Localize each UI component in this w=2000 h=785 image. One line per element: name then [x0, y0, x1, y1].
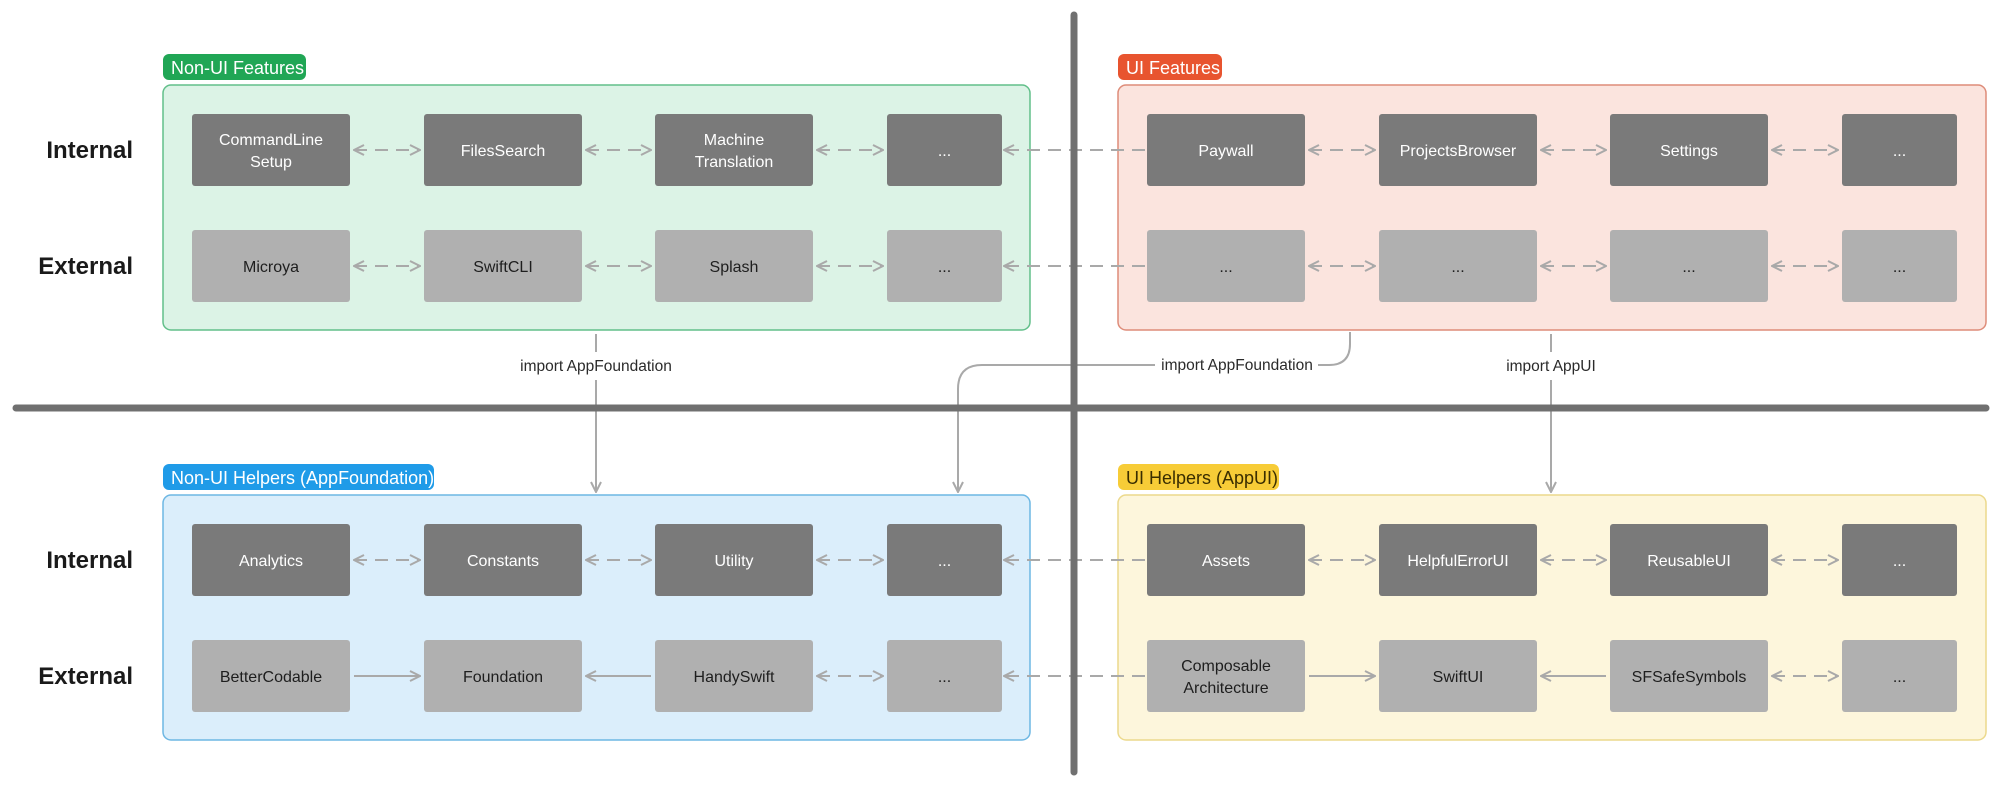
node-nonui_features-internal-ellipsis: [887, 114, 1002, 186]
row-label-internal-bottom: Internal: [46, 547, 133, 574]
node-label-nonui_helpers-external-2: HandySwift: [694, 669, 775, 686]
node-label-ui_helpers-external-2: SFSafeSymbols: [1632, 669, 1747, 686]
node-nonui_helpers-internal-utility: [655, 524, 813, 596]
node-label-ui_helpers-internal-1: HelpfulErrorUI: [1407, 553, 1508, 570]
node-ui_helpers-external-swiftui: [1379, 640, 1537, 712]
node-label-nonui_helpers-internal-0: Analytics: [239, 553, 303, 570]
node-ui_helpers-external-sfsafesymbols: [1610, 640, 1768, 712]
row-label-external-top: External: [38, 253, 133, 280]
node-label-nonui_helpers-internal-1: Constants: [467, 553, 539, 570]
node-nonui_helpers-external-ellipsis: [887, 640, 1002, 712]
node-label-nonui_features-internal-1: FilesSearch: [461, 143, 545, 160]
node-nonui_helpers-external-foundation: [424, 640, 582, 712]
node-label-nonui_features-external-3: ...: [938, 259, 951, 276]
node-ui_helpers-internal-assets: [1147, 524, 1305, 596]
node-label-ui_helpers-internal-0: Assets: [1202, 553, 1250, 570]
node-ui_helpers-internal-helpfulerrorui: [1379, 524, 1537, 596]
node-ui_features-external-ellipsis: [1610, 230, 1768, 302]
dependency-edges: [354, 150, 1838, 676]
nonui-helpers-tag: [163, 464, 434, 490]
node-label-nonui_features-external-2: Splash: [710, 259, 759, 276]
node-nonui_features-external-splash: [655, 230, 813, 302]
node-label-ui_helpers-external-3: ...: [1893, 669, 1906, 686]
node-label-nonui_features-external-1: SwiftCLI: [473, 259, 533, 276]
row-label-external-bottom: External: [38, 663, 133, 690]
import-appui-label: import AppUI: [1506, 358, 1596, 375]
node-nonui_helpers-external-handyswift: [655, 640, 813, 712]
nonui-helpers-title: Non-UI Helpers (AppFoundation): [171, 468, 434, 488]
nonui-features-title: Non-UI Features: [171, 58, 304, 78]
node-label-ui_features-external-1: ...: [1451, 259, 1464, 276]
node-label-ui_helpers-internal-3: ...: [1893, 553, 1906, 570]
ui-helpers-tag: [1118, 464, 1279, 490]
node-label-nonui_helpers-external-1: Foundation: [463, 669, 543, 686]
node-label-ui_features-external-3: ...: [1893, 259, 1906, 276]
node-ui_helpers-internal-ellipsis: [1842, 524, 1957, 596]
import-appfoundation-arrow-right: [958, 332, 1351, 492]
node-nonui_features-internal-commandline-setup: [192, 114, 350, 186]
ui-helpers-title: UI Helpers (AppUI): [1126, 468, 1278, 488]
node-ui_features-external-ellipsis: [1842, 230, 1957, 302]
node-nonui_features-internal-filessearch: [424, 114, 582, 186]
node-nonui_features-external-ellipsis: [887, 230, 1002, 302]
import-appfoundation-label-left: import AppFoundation: [520, 358, 672, 375]
node-label-ui_features-internal-3: ...: [1893, 143, 1906, 160]
node-ui_features-external-ellipsis: [1379, 230, 1537, 302]
node-nonui_helpers-internal-ellipsis: [887, 524, 1002, 596]
node-label-nonui_helpers-external-0: BetterCodable: [220, 669, 322, 686]
node-label-ui_features-internal-2: Settings: [1660, 143, 1718, 160]
node-ui_helpers-internal-reusableui: [1610, 524, 1768, 596]
node-label-nonui_helpers-internal-3: ...: [938, 553, 951, 570]
node-nonui_helpers-internal-constants: [424, 524, 582, 596]
node-ui_features-internal-projectsbrowser: [1379, 114, 1537, 186]
node-ui_helpers-external-composable-architecture: [1147, 640, 1305, 712]
node-label-ui_helpers-external-1: SwiftUI: [1433, 669, 1484, 686]
node-ui_features-internal-paywall: [1147, 114, 1305, 186]
import-connectors: import AppFoundation import AppFoundatio…: [520, 332, 1596, 492]
node-label-ui_features-external-0: ...: [1219, 259, 1232, 276]
node-ui_features-internal-settings: [1610, 114, 1768, 186]
node-nonui_features-internal-machine-translation: [655, 114, 813, 186]
node-ui_helpers-external-ellipsis: [1842, 640, 1957, 712]
node-ui_features-external-ellipsis: [1147, 230, 1305, 302]
node-label-nonui_helpers-internal-2: Utility: [714, 553, 753, 570]
node-nonui_helpers-external-bettercodable: [192, 640, 350, 712]
node-nonui_helpers-internal-analytics: [192, 524, 350, 596]
row-label-internal-top: Internal: [46, 137, 133, 164]
node-label-nonui_helpers-external-3: ...: [938, 669, 951, 686]
nonui-features-tag: [163, 54, 306, 80]
node-label-ui_helpers-internal-2: ReusableUI: [1647, 553, 1731, 570]
node-label-ui_features-internal-0: Paywall: [1198, 143, 1253, 160]
node-ui_features-internal-ellipsis: [1842, 114, 1957, 186]
import-appfoundation-label-right: import AppFoundation: [1161, 357, 1313, 374]
node-label-nonui_features-internal-3: ...: [938, 143, 951, 160]
node-nonui_features-external-microya: [192, 230, 350, 302]
node-nonui_features-external-swiftcli: [424, 230, 582, 302]
node-label-ui_features-external-2: ...: [1682, 259, 1695, 276]
ui-features-title: UI Features: [1126, 58, 1220, 78]
ui-features-tag: [1118, 54, 1222, 80]
node-label-ui_features-internal-1: ProjectsBrowser: [1400, 143, 1517, 160]
node-label-nonui_features-external-0: Microya: [243, 259, 299, 276]
